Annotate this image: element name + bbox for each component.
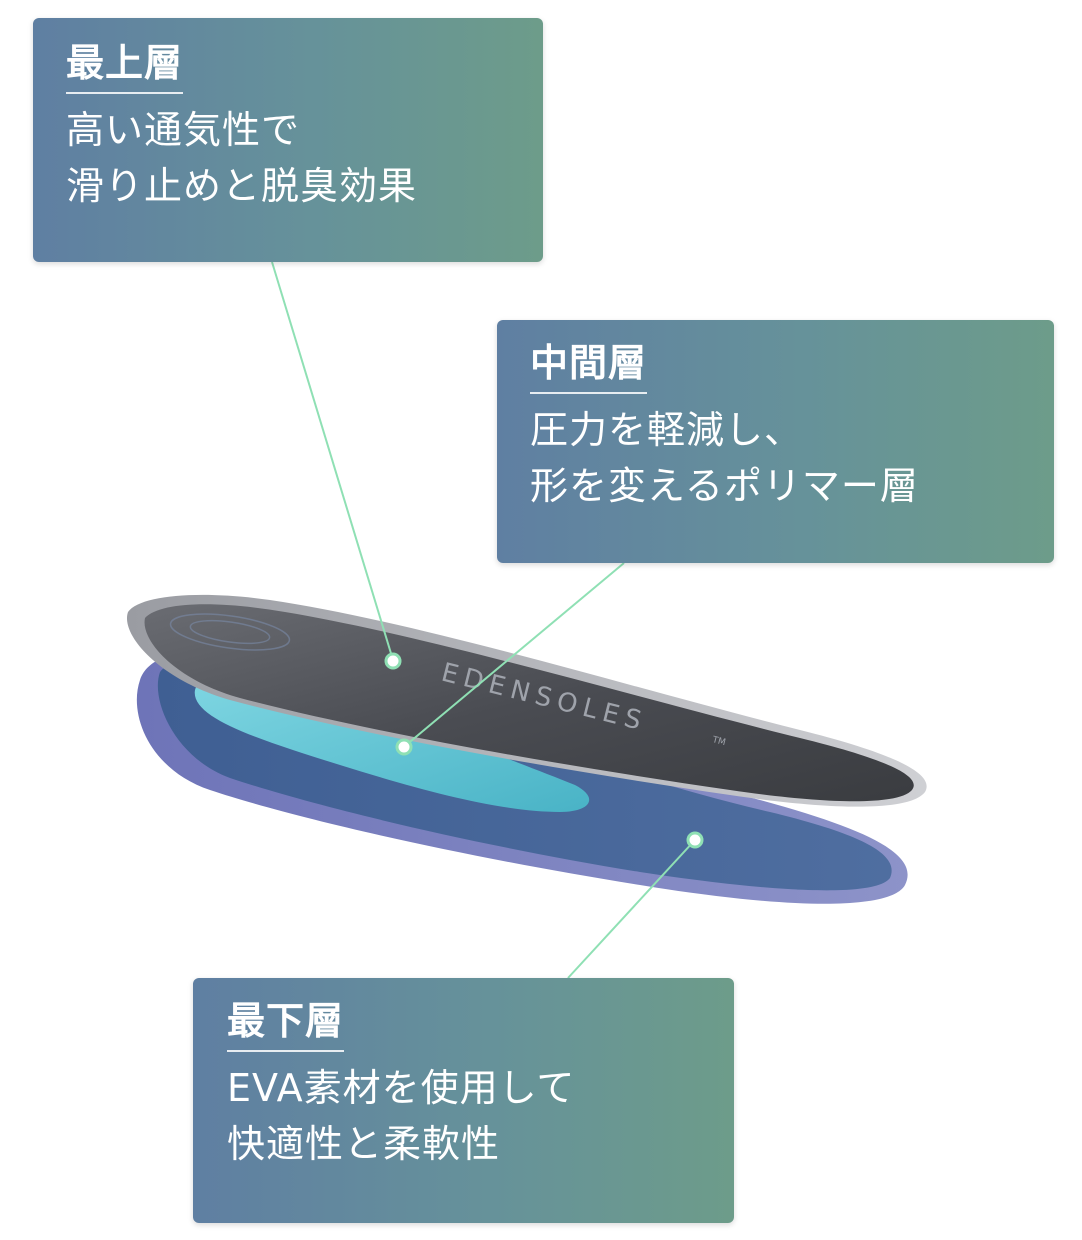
callout-top-line-2: 滑り止めと脱臭効果 (66, 163, 418, 208)
leader-dot-bottom (686, 831, 704, 849)
callout-bottom-description: EVA素材を使用して 快適性と柔軟性 (227, 1060, 734, 1172)
leader-dot-middle (395, 738, 413, 756)
brand-trademark: TM (710, 735, 726, 748)
leader-dots (384, 652, 704, 849)
callout-top-layer: 最上層 高い通気性で 滑り止めと脱臭効果 (33, 18, 543, 262)
callout-bottom-line-1: EVA素材を使用して (227, 1065, 576, 1110)
leader-dot-top (384, 652, 402, 670)
leader-lines (271, 261, 696, 979)
leader-line-middle (404, 562, 625, 747)
callout-middle-line-1: 圧力を軽減し、 (530, 407, 804, 452)
callout-top-description: 高い通気性で 滑り止めと脱臭効果 (66, 102, 543, 214)
callout-middle-heading: 中間層 (530, 341, 648, 394)
callout-middle-layer: 中間層 圧力を軽減し、 形を変えるポリマー層 (497, 320, 1054, 563)
callout-top-line-1: 高い通気性で (66, 107, 301, 152)
leader-line-top (271, 261, 394, 661)
callout-top-heading: 最上層 (66, 41, 184, 94)
callout-bottom-line-2: 快適性と柔軟性 (227, 1121, 501, 1166)
callout-bottom-layer: 最下層 EVA素材を使用して 快適性と柔軟性 (193, 978, 734, 1223)
leader-line-bottom (567, 839, 696, 979)
callout-middle-line-2: 形を変えるポリマー層 (530, 463, 919, 508)
callout-middle-description: 圧力を軽減し、 形を変えるポリマー層 (530, 402, 1054, 514)
callout-bottom-heading: 最下層 (227, 999, 345, 1052)
